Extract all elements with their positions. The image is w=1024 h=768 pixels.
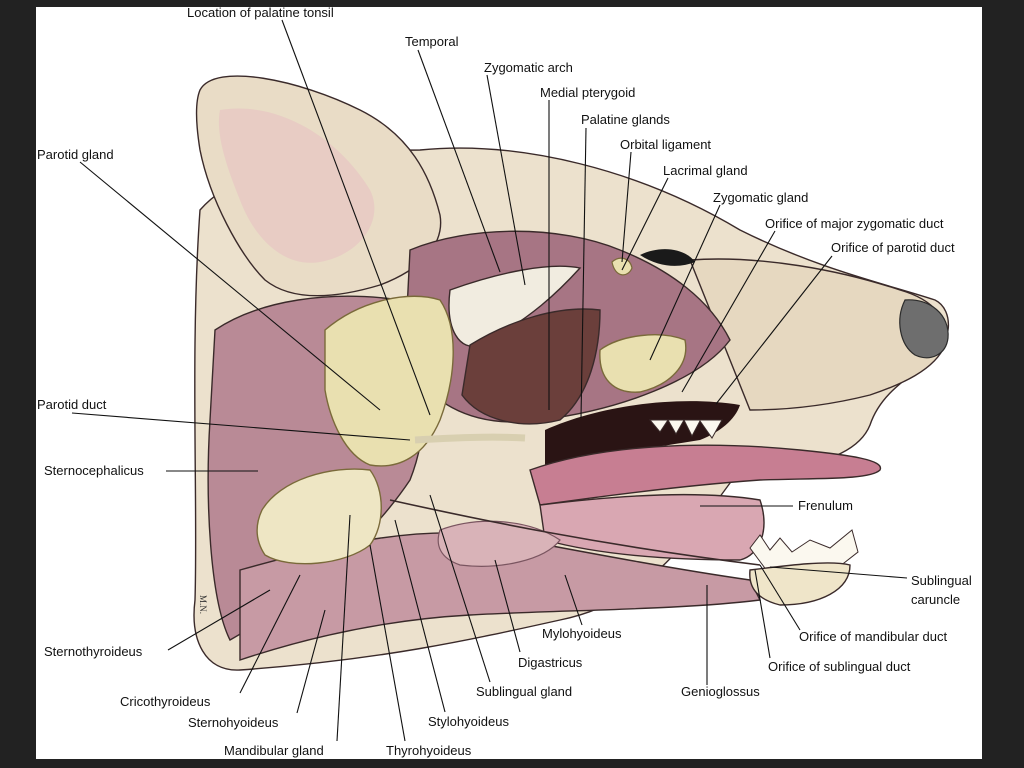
label-orifice-parotid-duct: Orifice of parotid duct	[831, 240, 955, 255]
nose	[899, 299, 949, 359]
leader-stylohyoideus	[394, 519, 446, 713]
labels: Location of palatine tonsil Temporal Zyg…	[37, 7, 972, 758]
leader-orifice-mandibular-duct	[759, 564, 801, 631]
parotid-gland	[324, 295, 454, 467]
lacrimal-gland	[611, 257, 633, 276]
label-temporal: Temporal	[405, 34, 459, 49]
label-genioglossus: Genioglossus	[681, 684, 760, 699]
label-thyrohyoideus: Thyrohyoideus	[386, 743, 472, 758]
leader-palatine-glands	[580, 127, 587, 419]
leader-zygomatic-arch	[486, 74, 526, 286]
label-sternohyoideus: Sternohyoideus	[188, 715, 279, 730]
sublingual-caruncle	[749, 562, 851, 606]
parotid-duct	[414, 433, 526, 444]
tongue	[529, 444, 882, 506]
leader-lines	[71, 19, 908, 742]
leader-thyrohyoideus	[369, 544, 406, 742]
mandibular-duct	[389, 499, 761, 566]
leader-sublingual-caruncle	[769, 566, 908, 579]
leader-parotid-duct	[71, 412, 411, 441]
leader-temporal	[417, 49, 501, 273]
pterygoid-cavity	[461, 308, 601, 425]
label-orifice-sublingual-duct: Orifice of sublingual duct	[768, 659, 911, 674]
leader-parotid-gland	[79, 161, 381, 411]
label-cricothyroideus: Cricothyroideus	[120, 694, 211, 709]
anatomy-figure: Location of palatine tonsil Temporal Zyg…	[36, 7, 982, 759]
label-frenulum: Frenulum	[798, 498, 853, 513]
upper-teeth	[648, 418, 723, 439]
label-mylohyoideus: Mylohyoideus	[542, 626, 622, 641]
label-mandibular-gland: Mandibular gland	[224, 743, 324, 758]
label-lacrimal-gland: Lacrimal gland	[663, 163, 748, 178]
label-sublingual-gland: Sublingual gland	[476, 684, 572, 699]
leader-digastricus	[494, 559, 521, 653]
label-palatine-tonsil: Location of palatine tonsil	[187, 7, 334, 20]
zygomatic-gland	[599, 334, 687, 393]
leader-sternohyoideus	[296, 609, 326, 714]
label-zygomatic-gland: Zygomatic gland	[713, 190, 808, 205]
label-digastricus: Digastricus	[518, 655, 583, 670]
leader-mylohyoideus	[564, 574, 583, 626]
ear-inner	[218, 108, 375, 263]
artist-signature: M.N.	[198, 595, 208, 614]
eye	[640, 249, 695, 266]
dog-head-illustration	[193, 75, 949, 671]
leader-orifice-sublingual-duct	[754, 569, 771, 659]
mouth-cavity	[545, 401, 740, 470]
label-sublingual-caruncle-line2: caruncle	[911, 592, 960, 607]
label-sternocephalicus: Sternocephalicus	[44, 463, 144, 478]
leader-mandibular-gland	[336, 514, 351, 742]
label-parotid-duct: Parotid duct	[37, 397, 107, 412]
label-palatine-glands: Palatine glands	[581, 112, 670, 127]
leader-sternothyroideus	[167, 589, 271, 651]
label-stylohyoideus: Stylohyoideus	[428, 714, 509, 729]
leader-orbital-ligament	[621, 151, 632, 263]
label-parotid-gland: Parotid gland	[37, 147, 114, 162]
leader-sublingual-gland	[429, 494, 491, 683]
mandibular-gland	[256, 468, 382, 565]
leader-zygomatic-gland	[649, 204, 721, 361]
label-sternothyroideus: Sternothyroideus	[44, 644, 143, 659]
leader-cricothyroideus	[239, 574, 301, 694]
dog-head-anatomy-diagram: Location of palatine tonsil Temporal Zyg…	[37, 7, 972, 758]
label-orbital-ligament: Orbital ligament	[620, 137, 711, 152]
leader-palatine-tonsil	[281, 19, 431, 416]
leader-orifice-major-zygomatic-duct	[681, 230, 776, 393]
leader-orifice-parotid-duct	[715, 255, 833, 405]
label-zygomatic-arch: Zygomatic arch	[484, 60, 573, 75]
leader-lacrimal-gland	[621, 177, 669, 271]
label-orifice-mandibular-duct: Orifice of mandibular duct	[799, 629, 948, 644]
label-medial-pterygoid: Medial pterygoid	[540, 85, 635, 100]
label-orifice-major-zygomatic-duct: Orifice of major zygomatic duct	[765, 216, 944, 231]
label-sublingual-caruncle-line1: Sublingual	[911, 573, 972, 588]
